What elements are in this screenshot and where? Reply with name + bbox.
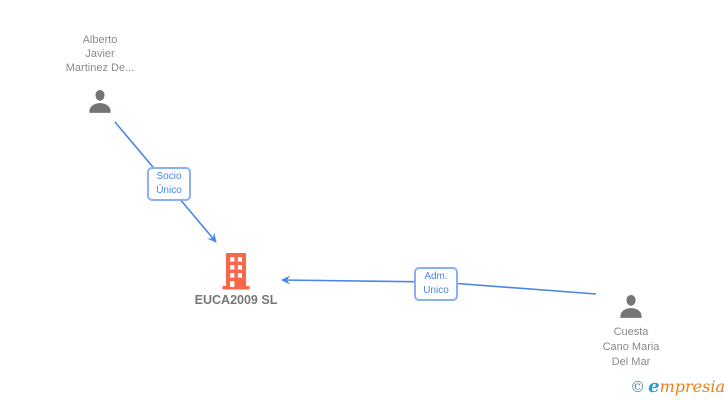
building-icon — [221, 252, 251, 290]
empresia-logo[interactable]: ©empresia — [630, 377, 725, 397]
person-icon — [616, 291, 646, 321]
edge-label-line: Único — [156, 185, 182, 196]
node-person-alberto[interactable]: Alberto Javier Martinez De... — [40, 33, 160, 116]
person-icon — [85, 86, 115, 116]
copyright-symbol: © — [630, 378, 646, 396]
logo-initial-letter: e — [648, 376, 660, 397]
person-name-cuesta: Cuesta Cano Maria Del Mar — [603, 325, 660, 370]
person-name-line: Cano Maria — [602, 341, 660, 353]
edge-label-line: Unico — [423, 285, 449, 296]
edge-label-socio-unico: Socio Único — [147, 167, 191, 201]
edge-label-adm-unico: Adm. Unico — [414, 267, 458, 301]
person-name-line: Alberto — [82, 34, 118, 46]
logo-wordmark: mpresia — [659, 377, 725, 396]
person-name-line: Del Mar — [611, 356, 651, 368]
node-person-cuesta[interactable]: Cuesta Cano Maria Del Mar — [571, 291, 691, 370]
person-name-alberto: Alberto Javier Martinez De... — [66, 33, 134, 75]
edge-label-line: Socio — [156, 171, 182, 182]
edge-label-line: Adm. — [424, 271, 448, 282]
node-company-euca2009[interactable]: EUCA2009 SL — [176, 252, 296, 307]
company-name-label: EUCA2009 SL — [194, 293, 278, 307]
person-name-line: Cuesta — [613, 326, 649, 338]
person-name-line: Martinez De... — [65, 62, 135, 74]
person-name-line: Javier — [85, 48, 115, 60]
